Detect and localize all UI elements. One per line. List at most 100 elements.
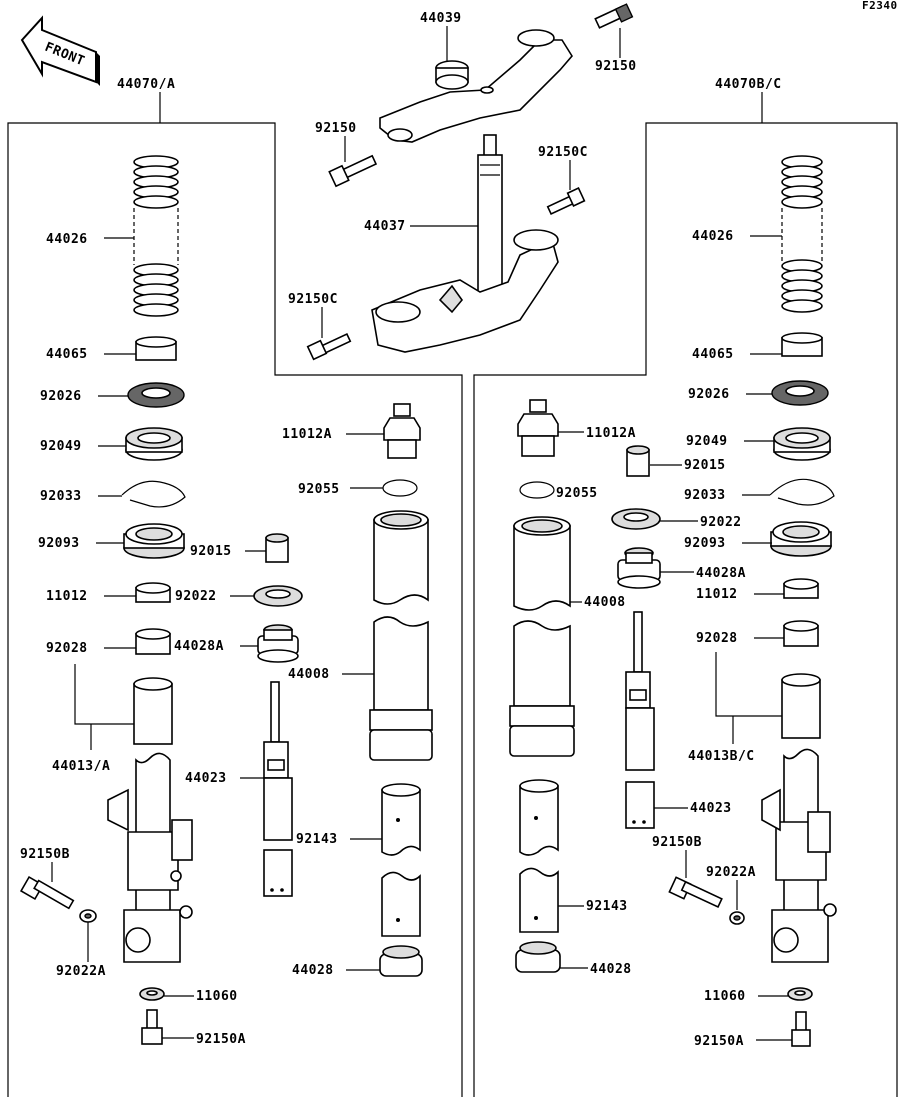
label-right-92143: 92143 — [586, 899, 628, 914]
label-left-92033: 92033 — [40, 489, 82, 504]
right-bolt-92150A — [791, 1011, 811, 1047]
left-piece-44028A — [257, 624, 299, 663]
label-92150C-lower: 92150C — [288, 292, 338, 307]
label-left-44028: 44028 — [292, 963, 334, 978]
label-right-11060: 11060 — [704, 989, 746, 1004]
left-seal-92049 — [125, 427, 183, 461]
label-left-92015: 92015 — [190, 544, 232, 559]
label-right-92022: 92022 — [700, 515, 742, 530]
label-right-92015: 92015 — [684, 458, 726, 473]
label-left-92143: 92143 — [296, 832, 338, 847]
label-44070BC: 44070B/C — [715, 77, 782, 92]
right-collar-44065 — [781, 332, 823, 357]
label-left-92026: 92026 — [40, 389, 82, 404]
left-collar-44065 — [135, 336, 177, 361]
left-spring-44026 — [133, 155, 179, 317]
label-left-92028: 92028 — [46, 641, 88, 656]
left-washer-11060 — [139, 987, 165, 1001]
label-left-44013A: 44013/A — [52, 759, 110, 774]
right-bushing-92028 — [783, 620, 819, 647]
label-right-92150A: 92150A — [694, 1034, 744, 1049]
label-right-44028: 44028 — [590, 962, 632, 977]
right-nut-92015 — [626, 445, 650, 477]
label-left-44065: 44065 — [46, 347, 88, 362]
right-inner-tube-44008 — [509, 516, 575, 757]
label-right-92022A: 92022A — [706, 865, 756, 880]
left-inner-tube-44008 — [369, 510, 433, 761]
label-left-92055: 92055 — [298, 482, 340, 497]
label-left-44023: 44023 — [185, 771, 227, 786]
label-right-92150B: 92150B — [652, 835, 702, 850]
label-left-11012A: 11012A — [282, 427, 332, 442]
right-bushing-11012 — [783, 578, 819, 599]
left-piece-44028 — [379, 945, 423, 977]
right-bolt-92150B — [668, 876, 723, 909]
label-right-44013BC: 44013B/C — [688, 749, 755, 764]
label-left-92049: 92049 — [40, 439, 82, 454]
right-ring-92033 — [769, 478, 835, 506]
right-outer-tube-44013BC — [761, 673, 837, 963]
bolt-92150C-upper — [546, 187, 586, 216]
left-bushing-92028 — [135, 628, 171, 655]
label-right-44026: 44026 — [692, 229, 734, 244]
right-valve-11012A — [517, 399, 559, 457]
bolt-92150-top — [594, 3, 634, 29]
label-left-92093: 92093 — [38, 536, 80, 551]
label-92150C-upper: 92150C — [538, 145, 588, 160]
left-dustseal-92093 — [123, 523, 185, 559]
label-right-11012: 11012 — [696, 587, 738, 602]
right-spacer-92143 — [519, 779, 559, 933]
right-oring-92055 — [519, 481, 555, 499]
label-left-92150B: 92150B — [20, 847, 70, 862]
front-arrow-sign: FRONT — [20, 15, 100, 86]
left-washer-92022A — [79, 909, 97, 923]
label-right-92093: 92093 — [684, 536, 726, 551]
left-outer-tube-44013A — [107, 677, 193, 963]
left-bushing-11012 — [135, 582, 171, 603]
label-left-44008: 44008 — [288, 667, 330, 682]
label-44039: 44039 — [420, 11, 462, 26]
label-left-92150A: 92150A — [196, 1032, 246, 1047]
upper-bracket-44039 — [379, 29, 573, 143]
bolt-92150C-lower — [306, 332, 352, 361]
left-valve-11012A — [383, 403, 421, 459]
right-seal-92049 — [773, 427, 831, 461]
left-washer-92026 — [127, 382, 185, 408]
label-right-44028A: 44028A — [696, 566, 746, 581]
left-ring-92033 — [121, 480, 186, 508]
label-right-44008: 44008 — [584, 595, 626, 610]
left-nut-92015 — [265, 533, 289, 563]
left-washer-92022 — [253, 585, 303, 607]
left-oring-92055 — [382, 479, 418, 497]
label-left-92022A: 92022A — [56, 964, 106, 979]
label-left-44026: 44026 — [46, 232, 88, 247]
label-right-92033: 92033 — [684, 488, 726, 503]
frame-lines — [7, 92, 898, 1097]
label-right-44065: 44065 — [692, 347, 734, 362]
label-44037: 44037 — [364, 219, 406, 234]
left-bolt-92150B — [19, 875, 75, 910]
right-piece-44028 — [515, 941, 561, 973]
label-right-11012A: 11012A — [586, 426, 636, 441]
right-washer-92026 — [771, 380, 829, 406]
right-washer-92022A — [729, 911, 745, 925]
right-spring-44026 — [781, 155, 823, 313]
label-44070A: 44070/A — [117, 77, 175, 92]
label-left-11060: 11060 — [196, 989, 238, 1004]
left-rod-44023 — [263, 681, 293, 897]
figure-code: F2340 — [862, 0, 898, 12]
right-rod-44023 — [625, 611, 655, 829]
label-92150-top: 92150 — [595, 59, 637, 74]
label-right-92026: 92026 — [688, 387, 730, 402]
label-right-44023: 44023 — [690, 801, 732, 816]
label-left-44028A: 44028A — [174, 639, 224, 654]
label-right-92055: 92055 — [556, 486, 598, 501]
left-spacer-92143 — [381, 783, 421, 937]
right-dustseal-92093 — [770, 521, 832, 557]
label-92150-mid: 92150 — [315, 121, 357, 136]
left-bolt-92150A — [141, 1009, 163, 1045]
right-washer-11060 — [787, 987, 813, 1001]
bolt-92150-mid — [328, 154, 378, 188]
label-right-92049: 92049 — [686, 434, 728, 449]
